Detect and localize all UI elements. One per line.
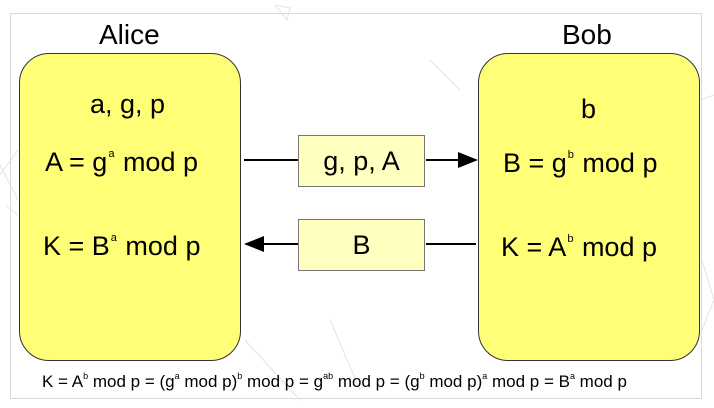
alice-name: Alice	[99, 19, 160, 50]
alice-panel: a, g, p A = ga mod p K = Ba mod p	[19, 53, 241, 361]
bob-secret: b	[581, 94, 597, 124]
bob-key-computation: K = Ab mod p	[501, 232, 657, 262]
message-to-alice: B	[298, 219, 425, 271]
alice-public-computation: A = ga mod p	[45, 147, 198, 177]
bob-name: Bob	[562, 19, 612, 50]
bob-public-computation: B = gb mod p	[503, 148, 658, 178]
alice-key-computation: K = Ba mod p	[43, 231, 201, 261]
diagram-frame	[10, 13, 702, 399]
bob-panel: b B = gb mod p K = Ab mod p	[478, 53, 700, 361]
message-to-bob: g, p, A	[298, 135, 425, 187]
alice-params: a, g, p	[90, 89, 166, 119]
shared-key-derivation: K = Ab mod p = (ga mod p)b mod p = gab m…	[42, 371, 627, 392]
